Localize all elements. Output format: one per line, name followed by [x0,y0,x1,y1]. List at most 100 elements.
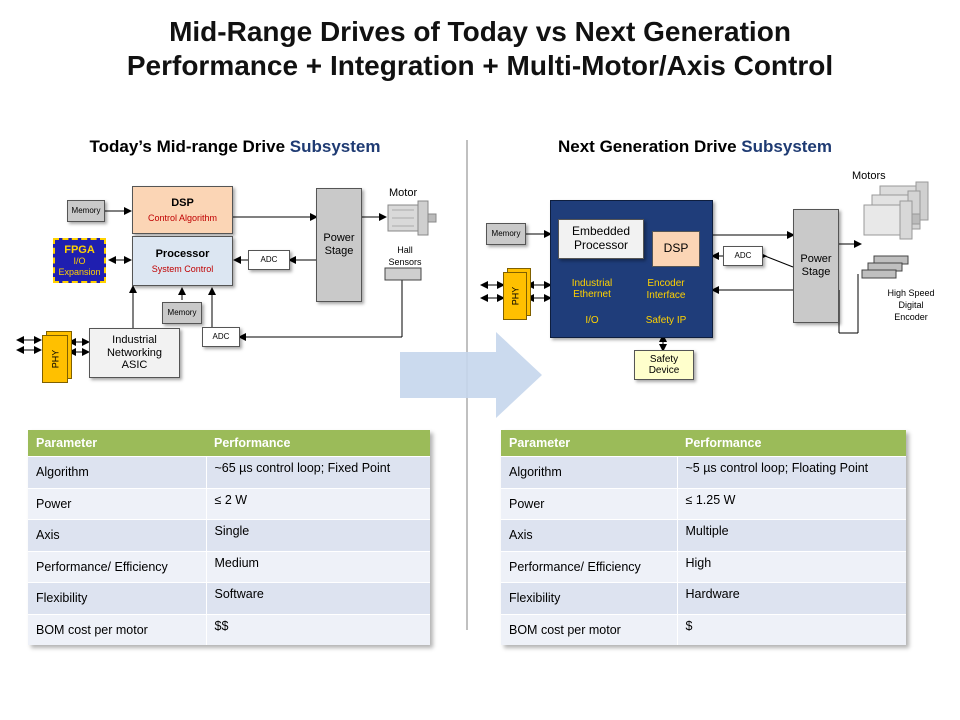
perf-cell: Hardware [676,582,906,614]
right-dsp-box: DSP [652,231,700,267]
left-adc-top: ADC [248,250,290,270]
right-power-line2: Stage [801,266,831,278]
table-row: Power≤ 1.25 W [501,487,906,520]
left-motor-label: Motor [389,187,418,199]
right-enc-label: Encoder Interface [634,278,698,302]
table-row: BOM cost per motor$ [501,613,906,645]
left-power-line1: Power [323,232,355,245]
left-hall-label: Hall Sensors [380,244,430,268]
header-performance: Performance [677,430,906,457]
left-fpga-line3: Expansion [58,266,101,277]
right-heading-suffix: Subsystem [741,137,832,156]
left-performance-table: Parameter Performance Algorithm~65 µs co… [28,430,430,645]
right-eth-line1: Industrial [571,278,613,289]
table-header-row: Parameter Performance [501,430,906,457]
table-row: Algorithm~5 µs control loop; Floating Po… [501,456,906,488]
left-power-line2: Stage [324,245,354,257]
left-phy-box: PHY [42,335,68,383]
param-cell: Performance/ Efficiency [28,550,206,583]
right-safety-device: Safety Device [634,350,694,380]
right-eth-line2: Ethernet [573,289,611,300]
left-processor-title: Processor [155,248,210,260]
left-heading: Today’s Mid-range Drive Subsystem [40,137,430,157]
right-io-label: I/O [585,315,599,326]
left-asic-line3: ASIC [121,359,148,372]
right-enc-line2: Interface [646,290,686,301]
perf-cell: ≤ 1.25 W [676,487,906,520]
param-cell: Flexibility [501,582,677,614]
left-memory-bottom: Memory [162,302,202,324]
header-parameter: Parameter [28,430,206,457]
right-power-line1: Power [800,253,832,266]
motors-icon [863,181,929,240]
left-fpga-title: FPGA [64,243,95,256]
right-heading-prefix: Next Generation Drive [558,137,737,156]
param-cell: Flexibility [28,582,206,614]
param-cell: Axis [501,519,677,551]
perf-cell: Medium [205,550,430,583]
right-embedded-processor: Embedded Processor [558,219,644,259]
right-encoder-line2: Digital [898,300,924,310]
left-fpga-line2: I/O [73,256,86,267]
param-cell: Power [28,487,206,520]
left-asic-box: Industrial Networking ASIC [89,328,180,378]
right-safety-line2: Device [648,365,680,376]
left-processor-sub: System Control [151,263,214,274]
perf-cell: ~65 µs control loop; Fixed Point [205,456,430,488]
left-power-stage: Power Stage [316,188,362,302]
perf-cell: Single [205,519,430,551]
perf-cell: $$ [205,613,430,645]
right-encoder-line3: Encoder [894,312,928,322]
right-encoder-line1: High Speed [887,288,935,298]
param-cell: Algorithm [501,456,677,488]
param-cell: BOM cost per motor [28,613,206,645]
right-performance-table: Parameter Performance Algorithm~5 µs con… [501,430,906,645]
left-dsp-title: DSP [171,197,194,209]
header-performance: Performance [206,430,430,457]
left-fpga-box: FPGA I/O Expansion [53,238,106,283]
perf-cell: Multiple [676,519,906,551]
right-embedded-line1: Embedded [571,224,631,239]
left-processor-box: Processor System Control [132,236,233,286]
right-heading: Next Generation Drive Subsystem [500,137,890,157]
right-enc-line1: Encoder [647,278,685,289]
motor-icon [387,200,437,236]
param-cell: Power [501,487,677,520]
param-cell: Performance/ Efficiency [501,550,677,583]
param-cell: BOM cost per motor [501,613,677,645]
perf-cell: ~5 µs control loop; Floating Point [676,456,906,488]
encoder-icon [861,255,909,279]
right-adc: ADC [723,246,763,266]
table-row: Power≤ 2 W [28,487,430,520]
transition-arrow [400,332,542,418]
header-parameter: Parameter [501,430,677,457]
left-heading-suffix: Subsystem [289,137,381,156]
table-row: Algorithm~65 µs control loop; Fixed Poin… [28,456,430,488]
right-motors-label: Motors [852,170,886,182]
hall-sensor-icon [384,267,422,281]
left-hall-line2: Sensors [388,257,422,267]
param-cell: Axis [28,519,206,551]
table-header-row: Parameter Performance [28,430,430,457]
perf-cell: Software [205,582,430,614]
right-safety-ip-label: Safety IP [645,315,687,326]
param-cell: Algorithm [28,456,206,488]
left-memory-top: Memory [67,200,105,222]
right-encoder-label: High Speed Digital Encoder [876,287,946,323]
right-memory: Memory [486,223,526,245]
left-asic-line2: Networking [106,346,163,359]
left-adc-bottom: ADC [202,327,240,347]
right-eth-label: Industrial Ethernet [560,278,624,300]
right-embedded-line2: Processor [573,238,629,252]
right-phy-box: PHY [503,272,527,320]
perf-cell: High [676,550,906,583]
perf-cell: $ [676,613,906,645]
